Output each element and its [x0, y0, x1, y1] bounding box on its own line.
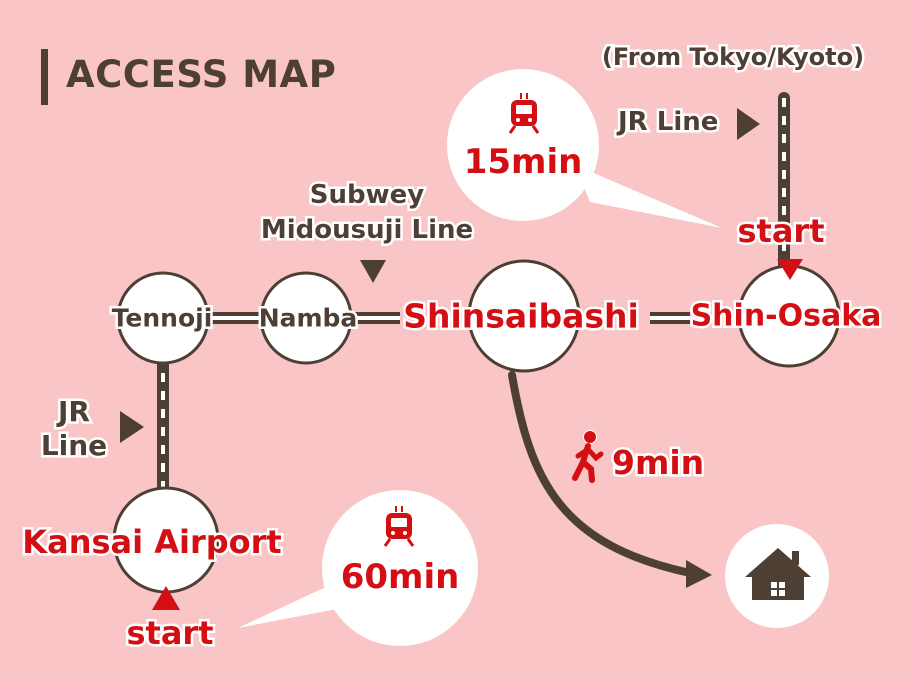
time-label-walk: 9min: [609, 441, 706, 485]
train-icon: [383, 506, 415, 547]
station-label-shin-osaka: Shin-Osaka: [688, 296, 884, 336]
station-label-kansai-airport: Kansai Airport: [20, 521, 284, 564]
jr-line-label-left-1: JR: [56, 393, 93, 431]
arrow-triangle-icon: [120, 411, 144, 443]
walking-route-arrow: [508, 371, 712, 588]
start-label-airport: start: [124, 612, 216, 655]
house-icon: [745, 548, 811, 600]
title-accent-bar: [41, 49, 48, 105]
station-label-shinsaibashi: Shinsaibashi: [401, 294, 642, 338]
time-label-airport-train: 60min: [340, 557, 460, 597]
station-circle-shinsaibashi: [467, 259, 581, 373]
page-title: ACCESS MAP: [66, 53, 337, 96]
station-circle-namba: [259, 271, 353, 365]
jr-line-label-left-2: Line: [38, 427, 109, 465]
time-bubble-airport: [238, 490, 478, 646]
jr-line-label-top: JR Line: [615, 105, 720, 140]
time-bubble-shin-osaka: [447, 69, 722, 228]
station-circle-tennoji: [116, 271, 210, 365]
train-icon: [508, 93, 540, 134]
station-label-tennoji: Tennoji: [109, 301, 215, 335]
arrow-triangle-icon: [777, 259, 803, 280]
time-label-shin-osaka-train: 15min: [463, 142, 583, 182]
walking-person-icon: [572, 430, 604, 483]
subway-label-line1: Subwey: [307, 178, 426, 213]
from-tokyo-kyoto-label: (From Tokyo/Kyoto): [599, 41, 866, 74]
subway-label-line2: Midousuji Line: [258, 213, 475, 248]
arrow-triangle-icon: [737, 108, 760, 140]
arrow-triangle-icon: [360, 260, 386, 283]
arrow-triangle-icon: [152, 586, 180, 610]
start-label-shin-osaka: start: [735, 210, 827, 253]
station-label-namba: Namba: [256, 301, 360, 335]
